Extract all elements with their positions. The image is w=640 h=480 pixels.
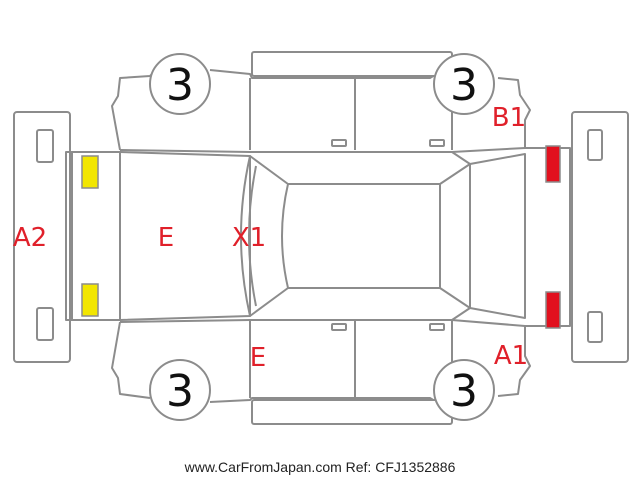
damage-mark-rear-left-corner: B1	[492, 103, 526, 133]
headlight-left	[81, 155, 99, 189]
headlights	[81, 155, 99, 317]
body-top-view	[65, 147, 571, 327]
right-side-panel	[111, 319, 531, 425]
tire-grade-rear-left: 3	[450, 60, 478, 111]
tire-grade-front-left: 3	[166, 60, 194, 111]
wheel-front-right: 3	[149, 359, 211, 421]
damage-mark-front-bumper: A2	[13, 223, 47, 253]
damage-mark-windshield: X1	[232, 223, 266, 253]
wheel-rear-left: 3	[433, 53, 495, 115]
headlight-right	[81, 283, 99, 317]
tire-grade-front-right: 3	[166, 366, 194, 417]
taillight-left	[545, 145, 561, 183]
damage-mark-right-side: E	[250, 343, 266, 373]
taillights	[545, 145, 561, 329]
source-watermark: www.CarFromJapan.com Ref: CFJ1352886	[184, 459, 456, 475]
damage-mark-hood: E	[158, 223, 174, 253]
taillight-right	[545, 291, 561, 329]
wheel-front-left: 3	[149, 53, 211, 115]
front-bumper	[13, 111, 71, 363]
damage-mark-rear-right-corner: A1	[494, 341, 528, 371]
wheel-rear-right: 3	[433, 359, 495, 421]
tire-grade-rear-right: 3	[450, 366, 478, 417]
rear-bumper	[571, 111, 629, 363]
